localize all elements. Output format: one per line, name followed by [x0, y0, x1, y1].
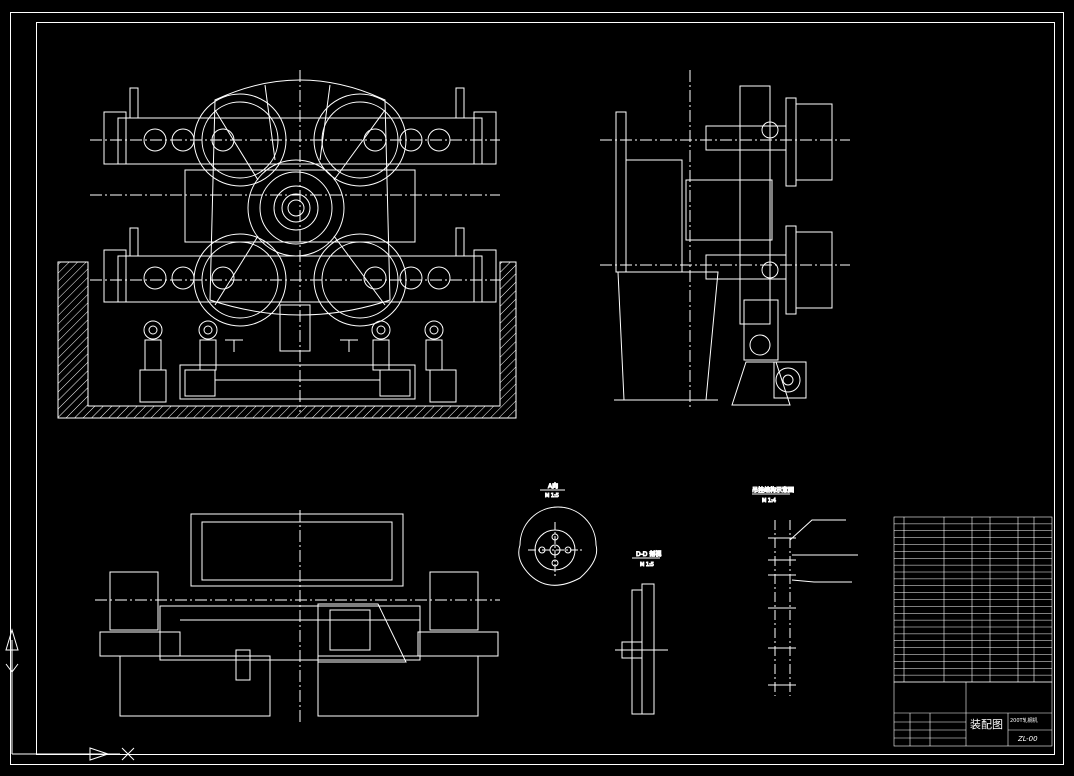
detail-view-a: A向 M 1:5: [518, 482, 598, 586]
view-a-title: A向: [548, 482, 558, 490]
top-view-body: [99, 513, 499, 717]
drawing-name: 装配图: [970, 718, 1003, 731]
product-name: 200T轧钢机: [1010, 717, 1038, 724]
title-block: [893, 681, 1053, 747]
side-frame: [614, 85, 833, 406]
side-view: [600, 70, 850, 410]
hanging-structure-title: 吊挂结构示意图: [752, 486, 794, 494]
parts-list: [893, 516, 1053, 683]
top-view: [95, 510, 500, 725]
gear-housing: [184, 79, 416, 327]
drawing-number: ZL-00: [1017, 735, 1038, 743]
view-dd-title: D-D 剖视: [636, 550, 661, 558]
hanging-structure-detail: 吊挂结构示意图 M 1:4: [752, 486, 858, 696]
ucs-axis-icon: [5, 628, 135, 761]
drawing-frame: [10, 12, 1064, 765]
view-dd-scale: M 1:5: [640, 562, 654, 568]
view-a-scale: M 1:5: [545, 493, 559, 499]
front-view: [57, 70, 517, 419]
support-wheels: [139, 304, 457, 403]
lower-roll-beam: [103, 227, 497, 303]
hanging-structure-scale: M 1:4: [762, 498, 776, 504]
upper-roll-beam: [103, 87, 497, 165]
foundation-pit: [57, 261, 517, 419]
detail-view-d-d: D-D 剖视 M 1:5: [615, 550, 668, 715]
